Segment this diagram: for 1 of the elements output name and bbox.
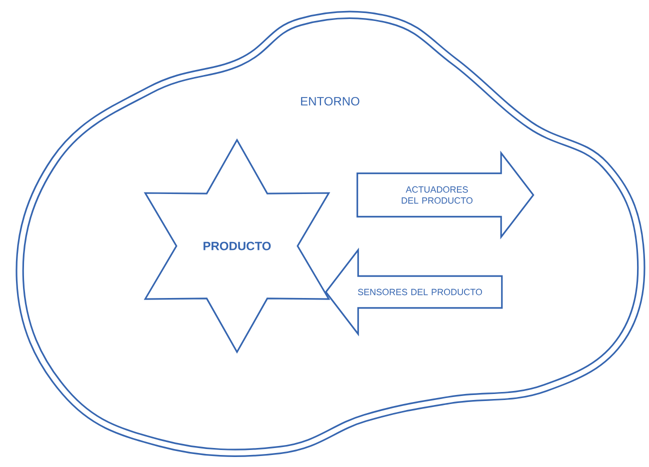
- environment-blob: ENTORNO: [301, 97, 360, 106]
